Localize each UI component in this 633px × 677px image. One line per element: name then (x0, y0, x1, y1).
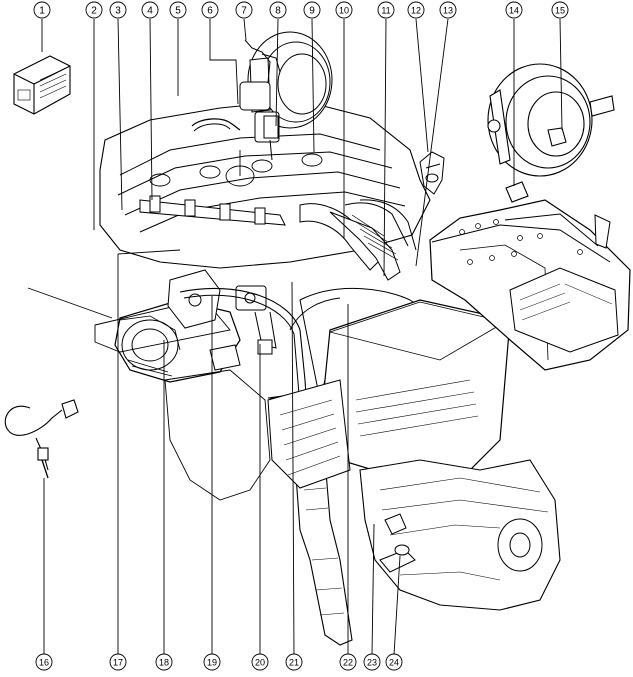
callout-12: 12 (407, 1, 425, 19)
callout-10: 10 (335, 1, 353, 19)
callout-22: 22 (339, 653, 357, 671)
callout-label: 12 (411, 6, 421, 16)
callout-4: 4 (141, 1, 159, 19)
callout-label: 18 (159, 658, 169, 668)
leader-lines (41, 18, 563, 656)
callout-label: 4 (147, 6, 153, 17)
callout-label: 5 (175, 6, 181, 17)
callout-label: 19 (207, 658, 217, 668)
callout-label: 2 (91, 6, 97, 17)
callout-19: 19 (203, 653, 221, 671)
callout-label: 22 (343, 658, 353, 668)
callout-label: 8 (275, 6, 281, 17)
callout-20: 20 (251, 653, 269, 671)
callout-label: 14 (509, 6, 519, 16)
callout-21: 21 (285, 653, 303, 671)
callout-label: 16 (39, 658, 49, 668)
callout-label: 21 (289, 658, 299, 668)
callout-6: 6 (201, 1, 219, 19)
callout-label: 24 (389, 658, 399, 668)
callout-label: 10 (339, 6, 349, 16)
engine-assembly-illustration (27, 31, 631, 646)
callout-label: 20 (255, 658, 265, 668)
callout-label: 3 (115, 6, 121, 17)
callout-18: 18 (155, 653, 173, 671)
callout-16: 16 (35, 653, 53, 671)
callout-11: 11 (377, 1, 395, 19)
callout-13: 13 (439, 1, 457, 19)
callout-3: 3 (109, 1, 127, 19)
callout-label: 7 (241, 6, 247, 17)
brake-booster-right (487, 63, 615, 203)
callout-label: 23 (367, 658, 377, 668)
callout-2: 2 (85, 1, 103, 19)
callout-15: 15 (551, 1, 569, 19)
callout-14: 14 (505, 1, 523, 19)
callout-8: 8 (269, 1, 287, 19)
ecu-module (13, 55, 71, 115)
callout-5: 5 (169, 1, 187, 19)
callout-17: 17 (109, 653, 127, 671)
callout-7: 7 (235, 1, 253, 19)
callout-9: 9 (303, 1, 321, 19)
sensor-part-12 (419, 151, 445, 195)
callout-label: 13 (443, 6, 453, 16)
callout-badges-bottom: 16 17 18 19 20 21 22 23 24 (35, 653, 403, 671)
callout-23: 23 (363, 653, 381, 671)
callout-24: 24 (385, 653, 403, 671)
callout-label: 6 (207, 6, 213, 17)
callout-label: 11 (381, 6, 390, 16)
callout-label: 17 (113, 658, 123, 668)
callout-label: 1 (39, 6, 45, 17)
callout-badges-top: 1 2 3 4 5 6 7 8 9 10 11 12 13 14 15 (33, 1, 569, 19)
callout-1: 1 (33, 1, 51, 19)
callout-label: 15 (555, 6, 565, 16)
oxygen-sensor (4, 399, 79, 479)
callout-label: 9 (309, 6, 315, 17)
